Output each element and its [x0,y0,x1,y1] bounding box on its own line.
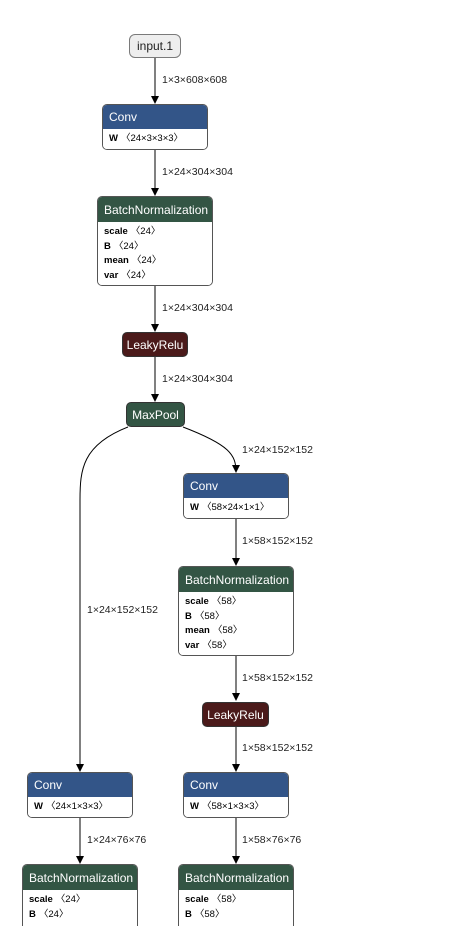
conv-node-attrs: W〈58×24×1×1〉 [184,498,288,518]
attr-key: B [29,908,36,920]
batchnorm-node-attrs: scale〈58〉 B〈58〉 mean〈58〉 var〈58〉 [179,592,293,655]
attr-value: 〈24〉 [131,255,162,267]
attr-key: W [34,801,43,812]
edge-label-bn1: 1×24×304×304 [162,302,233,314]
edge-label-bn2: 1×58×152×152 [242,672,313,684]
attr-row: scale〈24〉 [104,225,206,240]
batchnorm-node-header: BatchNormalization [179,865,293,890]
conv-node-attrs: W〈58×1×3×3〉 [184,797,288,817]
attr-row: scale〈24〉 [29,893,131,908]
edge-label-conv1: 1×24×304×304 [162,166,233,178]
attr-key: mean [104,255,129,267]
edge-pool1-convl [76,426,129,772]
edge-label-conv2: 1×58×152×152 [242,535,313,547]
attr-row: W〈24×3×3×3〉 [109,132,201,147]
input-node[interactable]: input.1 [129,34,181,58]
attr-value: 〈58×1×3×3〉 [201,801,265,812]
conv-node-right[interactable]: Conv W〈58×24×1×1〉 [183,473,289,519]
batchnorm-node[interactable]: BatchNormalization scale〈24〉 B〈24〉 mean〈… [97,196,213,286]
attr-row: W〈24×1×3×3〉 [34,800,126,815]
conv-node-header: Conv [28,773,132,797]
attr-row: var〈58〉 [185,639,287,654]
attr-row: W〈58×24×1×1〉 [190,501,282,516]
conv-node-attrs: W〈24×3×3×3〉 [103,129,207,149]
attr-value: 〈24〉 [38,908,69,920]
conv-node[interactable]: Conv W〈24×3×3×3〉 [102,104,208,150]
attr-row: B〈58〉 [185,610,287,625]
attr-value: 〈24〉 [55,894,86,905]
attr-value: 〈24〉 [130,226,161,237]
conv-node-left[interactable]: Conv W〈24×1×3×3〉 [27,772,133,818]
attr-key: scale [104,226,128,237]
leakyrelu-node-right[interactable]: LeakyRelu [202,702,269,727]
conv-node-header: Conv [184,474,288,498]
attr-key: mean [185,625,210,637]
attr-key: B [104,240,111,252]
attr-value: 〈58〉 [194,610,225,622]
attr-row: B〈24〉 [29,908,131,923]
attr-row: B〈24〉 [104,240,206,255]
attr-key: var [104,269,119,281]
attr-row: mean〈58〉 [185,624,287,639]
attr-key: B [185,908,192,920]
attr-key: B [185,610,192,622]
edge-label-relu1: 1×24×304×304 [162,373,233,385]
batchnorm-node-header: BatchNormalization [23,865,137,890]
conv-node-header: Conv [184,773,288,797]
batchnorm-node-attrs: scale〈24〉 B〈24〉 [23,890,137,926]
attr-value: 〈58×24×1×1〉 [201,502,270,513]
input-node-label: input.1 [136,39,174,53]
attr-value: 〈24〉 [113,240,144,252]
batchnorm-node-right[interactable]: BatchNormalization scale〈58〉 B〈58〉 mean〈… [178,566,294,656]
attr-row: mean〈24〉 [104,254,206,269]
attr-key: scale [185,894,209,905]
attr-value: 〈58〉 [211,894,242,905]
batchnorm-node-right-lower[interactable]: BatchNormalization scale〈58〉 B〈58〉 [178,864,294,926]
attr-row: scale〈58〉 [185,893,287,908]
batchnorm-node-header: BatchNormalization [98,197,212,222]
edge-label-convl: 1×24×76×76 [87,834,147,846]
attr-value: 〈24×3×3×3〉 [120,133,184,144]
attr-key: W [190,801,199,812]
attr-key: scale [29,894,53,905]
edge-label-input: 1×3×608×608 [162,74,228,86]
edge-pool1-conv2 [182,426,240,473]
edge-label-convr: 1×58×76×76 [242,834,302,846]
batchnorm-node-attrs: scale〈24〉 B〈24〉 mean〈24〉 var〈24〉 [98,222,212,285]
leakyrelu-node[interactable]: LeakyRelu [122,332,188,357]
maxpool-node[interactable]: MaxPool [126,402,185,427]
batchnorm-node-header: BatchNormalization [179,567,293,592]
edge-label-pool-left: 1×24×152×152 [87,604,158,616]
batchnorm-node-attrs: scale〈58〉 B〈58〉 [179,890,293,926]
attr-row: B〈58〉 [185,908,287,923]
attr-key: W [190,502,199,513]
conv-node-attrs: W〈24×1×3×3〉 [28,797,132,817]
leakyrelu-node-label: LeakyRelu [126,337,184,352]
attr-key: W [109,133,118,144]
attr-value: 〈58〉 [211,596,242,607]
leakyrelu-node-label: LeakyRelu [207,707,264,722]
batchnorm-node-left[interactable]: BatchNormalization scale〈24〉 B〈24〉 [22,864,138,926]
attr-row: W〈58×1×3×3〉 [190,800,282,815]
attr-value: 〈58〉 [212,625,243,637]
attr-row: var〈24〉 [104,269,206,284]
attr-value: 〈58〉 [202,639,232,651]
conv-node-right-lower[interactable]: Conv W〈58×1×3×3〉 [183,772,289,818]
attr-key: scale [185,596,209,607]
attr-value: 〈24〉 [121,269,151,281]
attr-row: scale〈58〉 [185,595,287,610]
maxpool-node-label: MaxPool [132,407,179,422]
attr-key: var [185,639,200,651]
attr-value: 〈58〉 [194,908,225,920]
attr-value: 〈24×1×3×3〉 [45,801,109,812]
edge-label-pool-right: 1×24×152×152 [242,444,313,456]
edge-label-relu2: 1×58×152×152 [242,742,313,754]
conv-node-header: Conv [103,105,207,129]
